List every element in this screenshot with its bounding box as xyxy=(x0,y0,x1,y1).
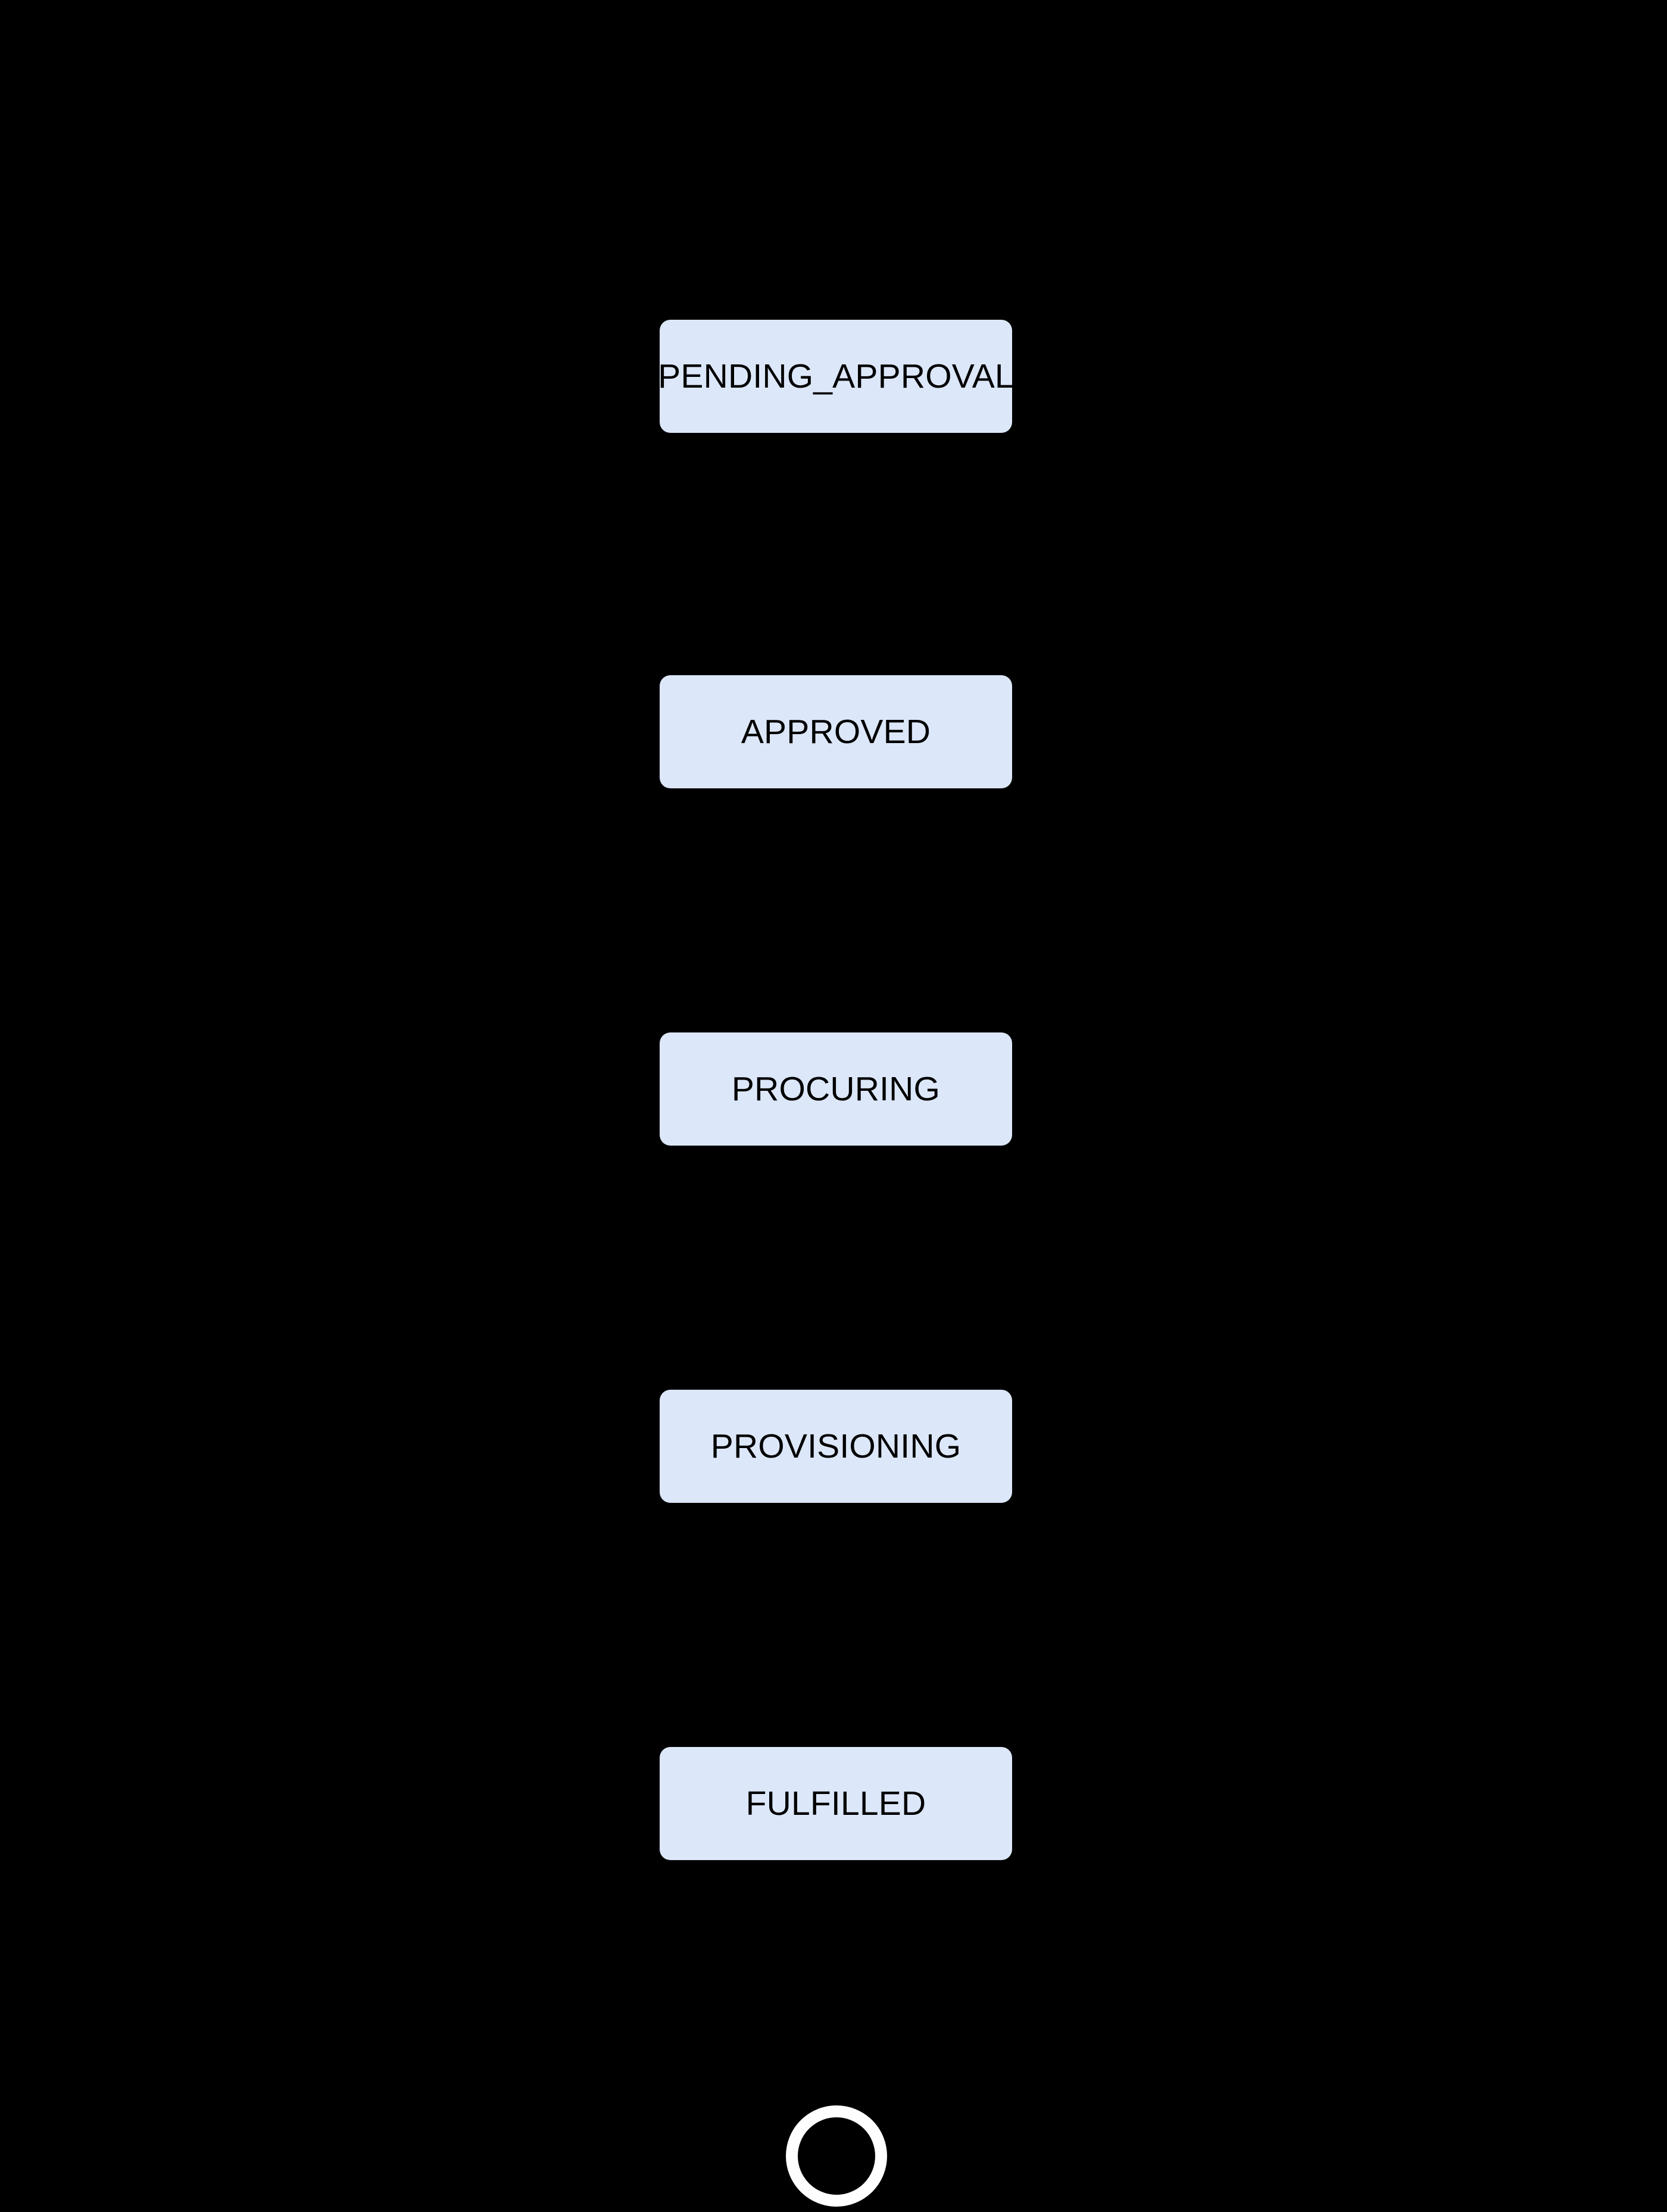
state-node-label: PROVISIONING xyxy=(710,1427,962,1465)
state-node-label: FULFILLED xyxy=(745,1784,926,1823)
state-node-label: APPROVED xyxy=(741,712,931,751)
state-node-procuring[interactable]: PROCURING xyxy=(660,1032,1012,1146)
state-node-label: PROCURING xyxy=(731,1069,941,1108)
state-node-provisioning[interactable]: PROVISIONING xyxy=(660,1390,1012,1503)
state-node-approved[interactable]: APPROVED xyxy=(660,675,1012,788)
terminal-end-state-circle-icon[interactable] xyxy=(786,2105,887,2207)
state-node-fulfilled[interactable]: FULFILLED xyxy=(660,1747,1012,1860)
state-node-pending-approval[interactable]: PENDING_APPROVAL xyxy=(658,320,1014,433)
state-node-label: PENDING_APPROVAL xyxy=(658,357,1014,395)
